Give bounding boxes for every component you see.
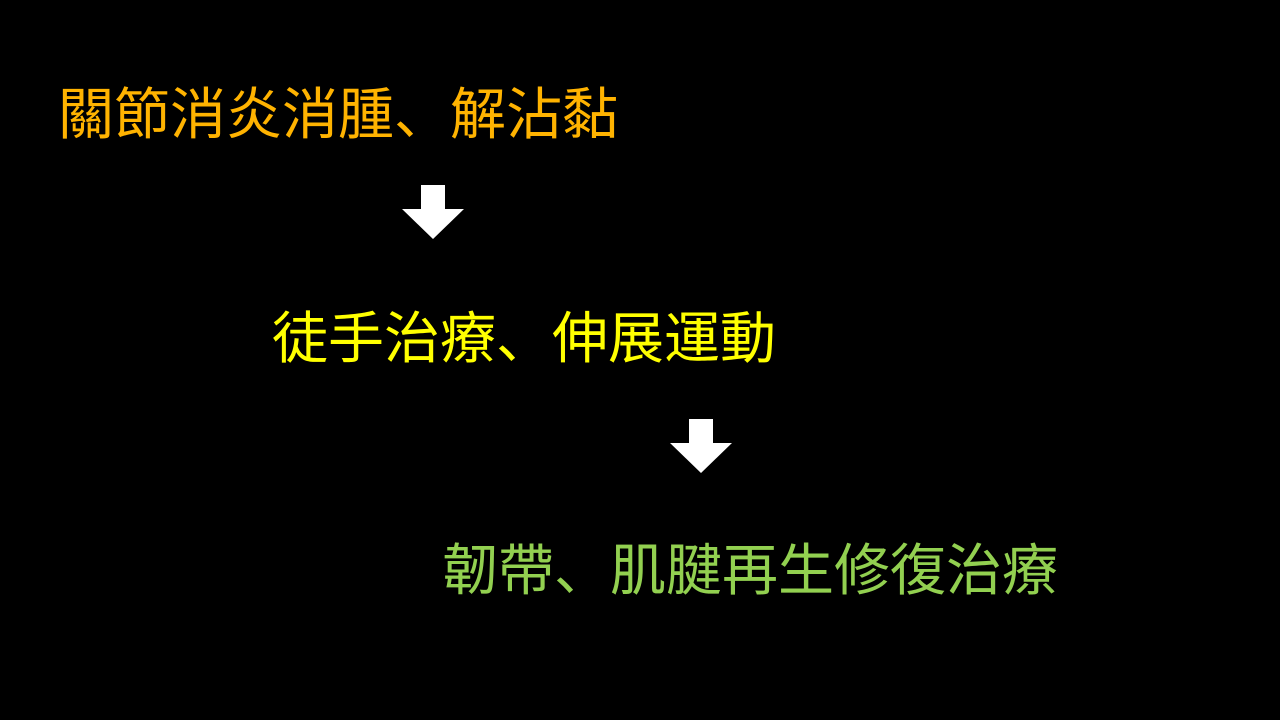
step-2-text: 徒手治療、伸展運動 bbox=[272, 307, 776, 372]
step-3-text: 韌帶、肌腱再生修復治療 bbox=[442, 539, 1058, 604]
arrow-down-icon bbox=[402, 185, 464, 239]
arrow-down-icon bbox=[670, 419, 732, 473]
step-1-text: 關節消炎消腫、解沾黏 bbox=[58, 83, 618, 148]
